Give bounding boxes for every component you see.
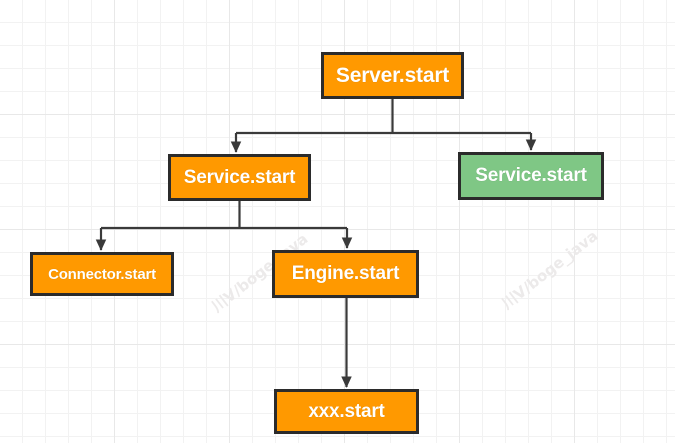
node-service-start-orange[interactable]: Service.start [168,154,311,201]
node-label: Service.start [475,165,587,186]
node-service-start-green[interactable]: Service.start [458,152,604,200]
node-label: Connector.start [48,265,156,283]
node-xxx-start[interactable]: xxx.start [274,389,419,434]
node-label: Engine.start [291,263,400,284]
node-label: xxx.start [308,400,385,422]
node-connector-start[interactable]: Connector.start [30,252,174,296]
node-server-start[interactable]: Server.start [321,52,464,99]
node-label: Server.start [335,63,450,87]
node-engine-start[interactable]: Engine.start [272,250,419,298]
node-label: Service.start [183,166,296,188]
